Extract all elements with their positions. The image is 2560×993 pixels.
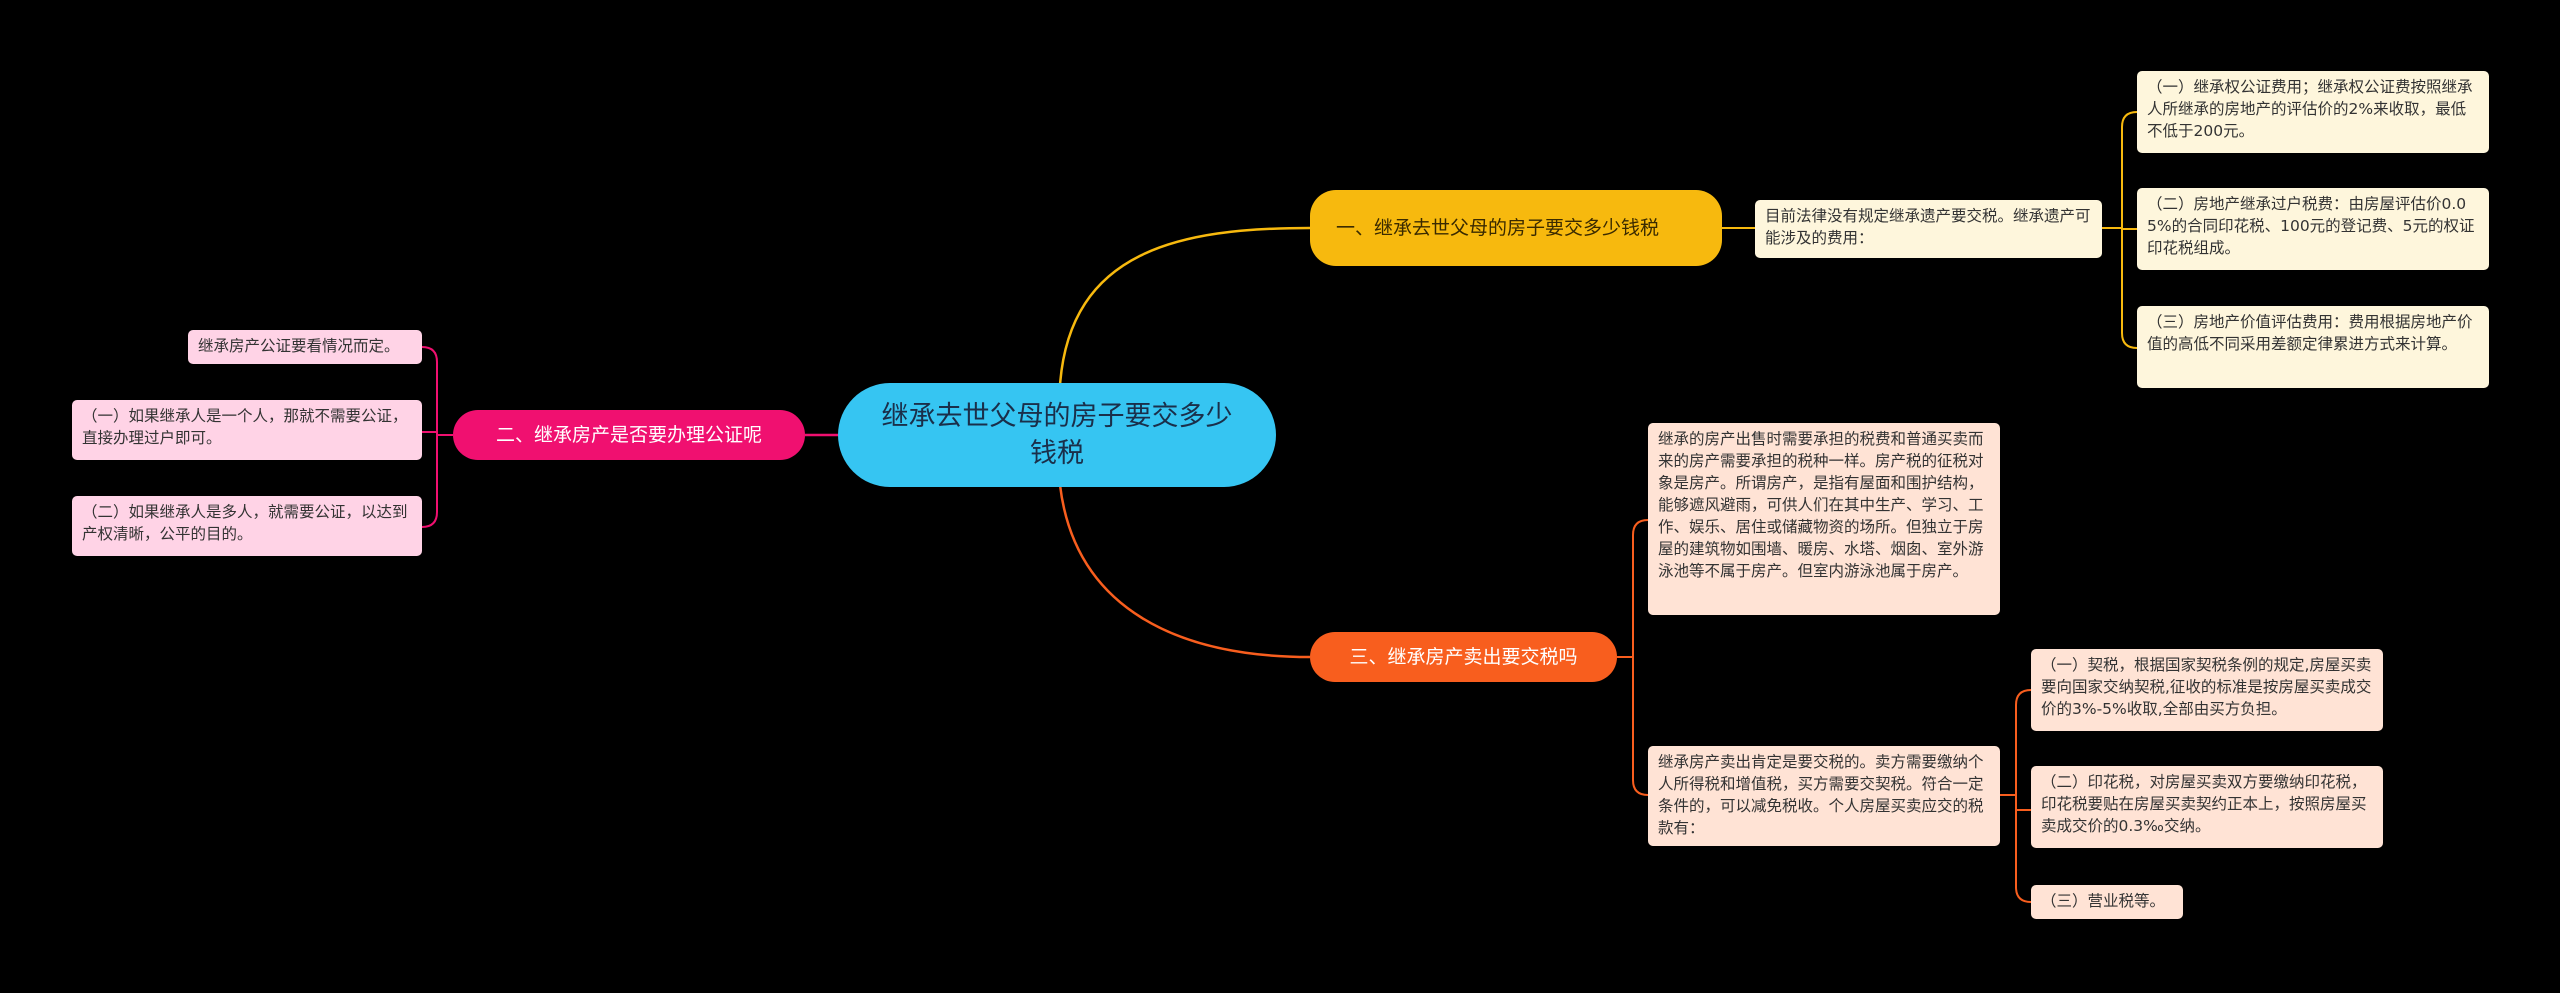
branch-1-item-1-text: （一）继承权公证费用；继承权公证费按照继承人所继承的房地产的评估价的2%来收取，… [2147, 78, 2473, 140]
branch-3-item-3[interactable]: （三）营业税等。 [2031, 885, 2183, 919]
branch-1-intro[interactable]: 目前法律没有规定继承遗产要交税。继承遗产可能涉及的费用： [1755, 200, 2102, 258]
branch-2-item-3-text: （二）如果继承人是多人，就需要公证，以达到产权清晰，公平的目的。 [82, 503, 408, 543]
branch-3-item-3-text: （三）营业税等。 [2041, 892, 2166, 910]
branch-3-item-2-text: （二）印花税，对房屋买卖双方要缴纳印花税，印花税要贴在房屋买卖契约正本上，按照房… [2041, 773, 2367, 835]
branch-3-tax-summary-text: 继承房产卖出肯定是要交税的。卖方需要缴纳个人所得税和增值税，买方需要交契税。符合… [1658, 753, 1984, 837]
link-center-b1 [1058, 226, 1311, 386]
branch-3-label: 三、继承房产卖出要交税吗 [1349, 645, 1578, 668]
branch-3-description[interactable]: 继承的房产出售时需要承担的税费和普通买卖而来的房产需要承担的税种一样。房产税的征… [1648, 423, 2000, 615]
branch-3-item-1-text: （一）契税，根据国家契税条例的规定,房屋买卖要向国家交纳契税,征收的标准是按房屋… [2041, 656, 2372, 718]
branch-2-item-2[interactable]: （一）如果继承人是一个人，那就不需要公证，直接办理过户即可。 [72, 400, 422, 460]
branch-2-item-1-text: 继承房产公证要看情况而定。 [198, 337, 400, 355]
branch-1-item-2[interactable]: （二）房地产继承过户税费：由房屋评估价0.05%的合同印花税、100元的登记费、… [2137, 188, 2489, 270]
link-center-b3 [1058, 484, 1311, 659]
branch-1-item-1[interactable]: （一）继承权公证费用；继承权公证费按照继承人所继承的房地产的评估价的2%来收取，… [2137, 71, 2489, 153]
branch-2-item-3[interactable]: （二）如果继承人是多人，就需要公证，以达到产权清晰，公平的目的。 [72, 496, 422, 556]
branch-1[interactable]: 一、继承去世父母的房子要交多少钱税 [1310, 190, 1722, 266]
link-b3-sub-bracket [2015, 689, 2032, 903]
branch-1-label: 一、继承去世父母的房子要交多少钱税 [1336, 216, 1660, 239]
link-b2-bracket [421, 346, 438, 528]
branch-1-item-3[interactable]: （三）房地产价值评估费用：费用根据房地产价值的高低不同采用差额定律累进方式来计算… [2137, 306, 2489, 388]
branch-3-item-2[interactable]: （二）印花税，对房屋买卖双方要缴纳印花税，印花税要贴在房屋买卖契约正本上，按照房… [2031, 766, 2383, 848]
branch-3-item-1[interactable]: （一）契税，根据国家契税条例的规定,房屋买卖要向国家交纳契税,征收的标准是按房屋… [2031, 649, 2383, 731]
branch-3[interactable]: 三、继承房产卖出要交税吗 [1310, 632, 1617, 682]
center-topic-label: 继承去世父母的房子要交多少钱税 [881, 401, 1233, 469]
branch-2-item-1[interactable]: 继承房产公证要看情况而定。 [188, 330, 422, 364]
branch-2-label: 二、继承房产是否要办理公证呢 [495, 423, 762, 446]
branch-1-intro-text: 目前法律没有规定继承遗产要交税。继承遗产可能涉及的费用： [1765, 207, 2091, 247]
link-b3-bracket [1632, 519, 1649, 796]
center-topic[interactable]: 继承去世父母的房子要交多少钱税 [838, 383, 1276, 487]
branch-3-description-text: 继承的房产出售时需要承担的税费和普通买卖而来的房产需要承担的税种一样。房产税的征… [1658, 430, 1984, 580]
branch-1-item-3-text: （三）房地产价值评估费用：费用根据房地产价值的高低不同采用差额定律累进方式来计算… [2147, 313, 2473, 353]
branch-3-tax-summary[interactable]: 继承房产卖出肯定是要交税的。卖方需要缴纳个人所得税和增值税，买方需要交契税。符合… [1648, 746, 2000, 846]
branch-2-item-2-text: （一）如果继承人是一个人，那就不需要公证，直接办理过户即可。 [82, 407, 408, 447]
branch-2[interactable]: 二、继承房产是否要办理公证呢 [453, 410, 805, 460]
branch-1-item-2-text: （二）房地产继承过户税费：由房屋评估价0.05%的合同印花税、100元的登记费、… [2147, 195, 2475, 257]
